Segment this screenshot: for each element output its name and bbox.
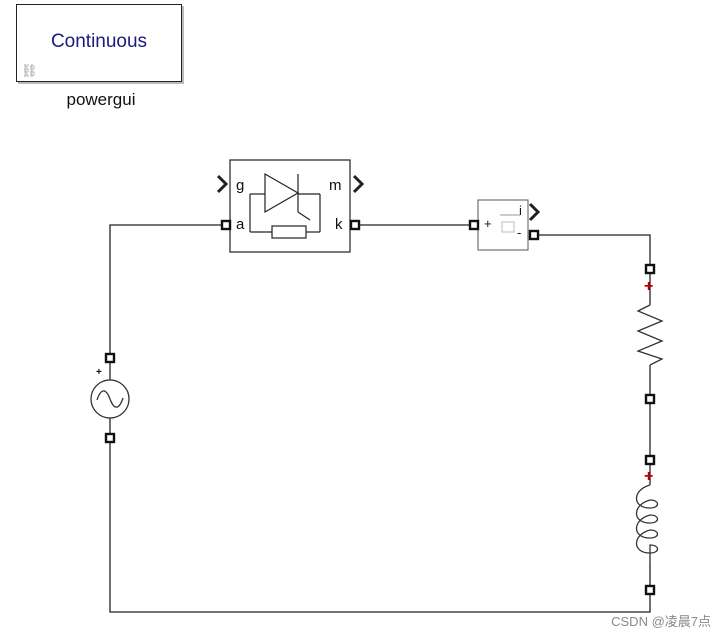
meter-minus: - [517, 225, 522, 240]
watermark: CSDN @凌晨7点 [611, 614, 711, 629]
thyristor-port-m: m [329, 177, 342, 194]
wire-source-to-inductor [109, 438, 651, 613]
powergui-block[interactable]: Continuous ⛓ [16, 4, 182, 82]
thyristor-hit-area[interactable] [230, 160, 350, 252]
meter-plus: + [484, 216, 492, 231]
resistor-hit-area[interactable] [634, 303, 666, 367]
resistor-block [636, 263, 664, 405]
wire-meter-to-resistor [536, 234, 651, 268]
current-meter-hit-area[interactable] [478, 200, 528, 250]
wire-a-to-source [109, 224, 226, 357]
sine-wave-icon[interactable] [90, 380, 130, 420]
source-plus: + [96, 367, 102, 378]
thyristor-port-a: a [236, 216, 245, 233]
inductor-block [635, 454, 659, 596]
inductor-plus: + [644, 468, 654, 485]
ac-source-block [90, 352, 130, 444]
thyristor-port-g: g [236, 177, 245, 194]
broken-link-icon: ⛓ [21, 63, 38, 78]
powergui-mode: Continuous [50, 31, 148, 52]
thyristor-block [216, 159, 365, 253]
current-meter-block [468, 199, 541, 251]
powergui-label: powergui [66, 90, 136, 109]
meter-out-i: i [519, 203, 522, 218]
resistor-plus: + [644, 278, 654, 295]
wires [109, 224, 651, 613]
inductor-hit-area[interactable] [630, 484, 666, 564]
thyristor-port-k: k [335, 216, 343, 233]
